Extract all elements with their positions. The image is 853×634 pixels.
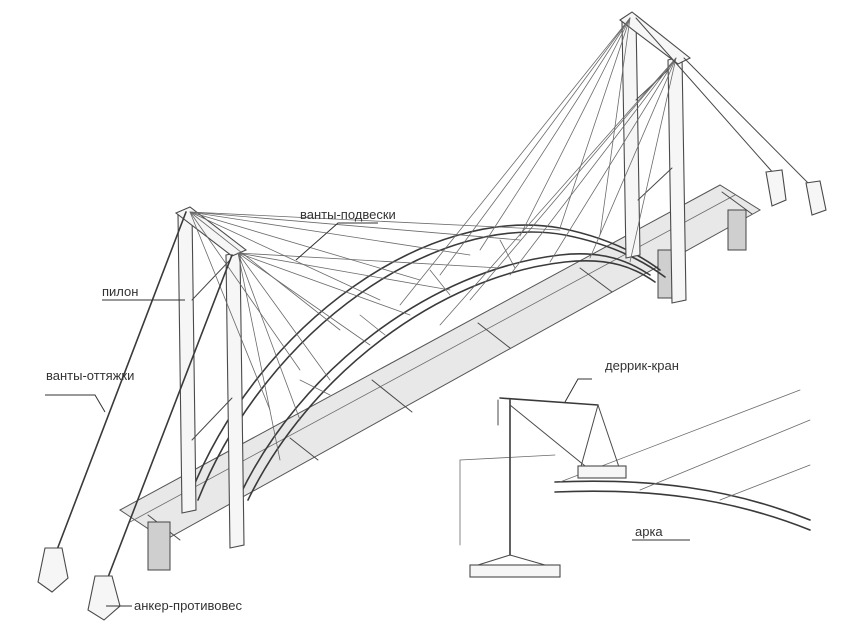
label-derrick-kran: деррик-кран bbox=[605, 358, 679, 373]
labels: ванты-подвески пилон ванты-оттяжки дерри… bbox=[46, 207, 679, 613]
suspension-stays bbox=[189, 17, 677, 461]
back-stays bbox=[54, 17, 816, 586]
label-vanty-podveski: ванты-подвески bbox=[300, 207, 396, 222]
anchor-counterweights bbox=[37, 169, 827, 621]
derrick-crane-inset bbox=[459, 389, 811, 578]
leader-lines bbox=[45, 222, 690, 607]
label-anker-protivoves: анкер-противовес bbox=[134, 598, 242, 613]
pylons bbox=[174, 11, 692, 549]
label-pilon: пилон bbox=[102, 284, 138, 299]
label-vanty-ottyazhki: ванты-оттяжки bbox=[46, 368, 134, 383]
label-arka: арка bbox=[635, 524, 663, 539]
